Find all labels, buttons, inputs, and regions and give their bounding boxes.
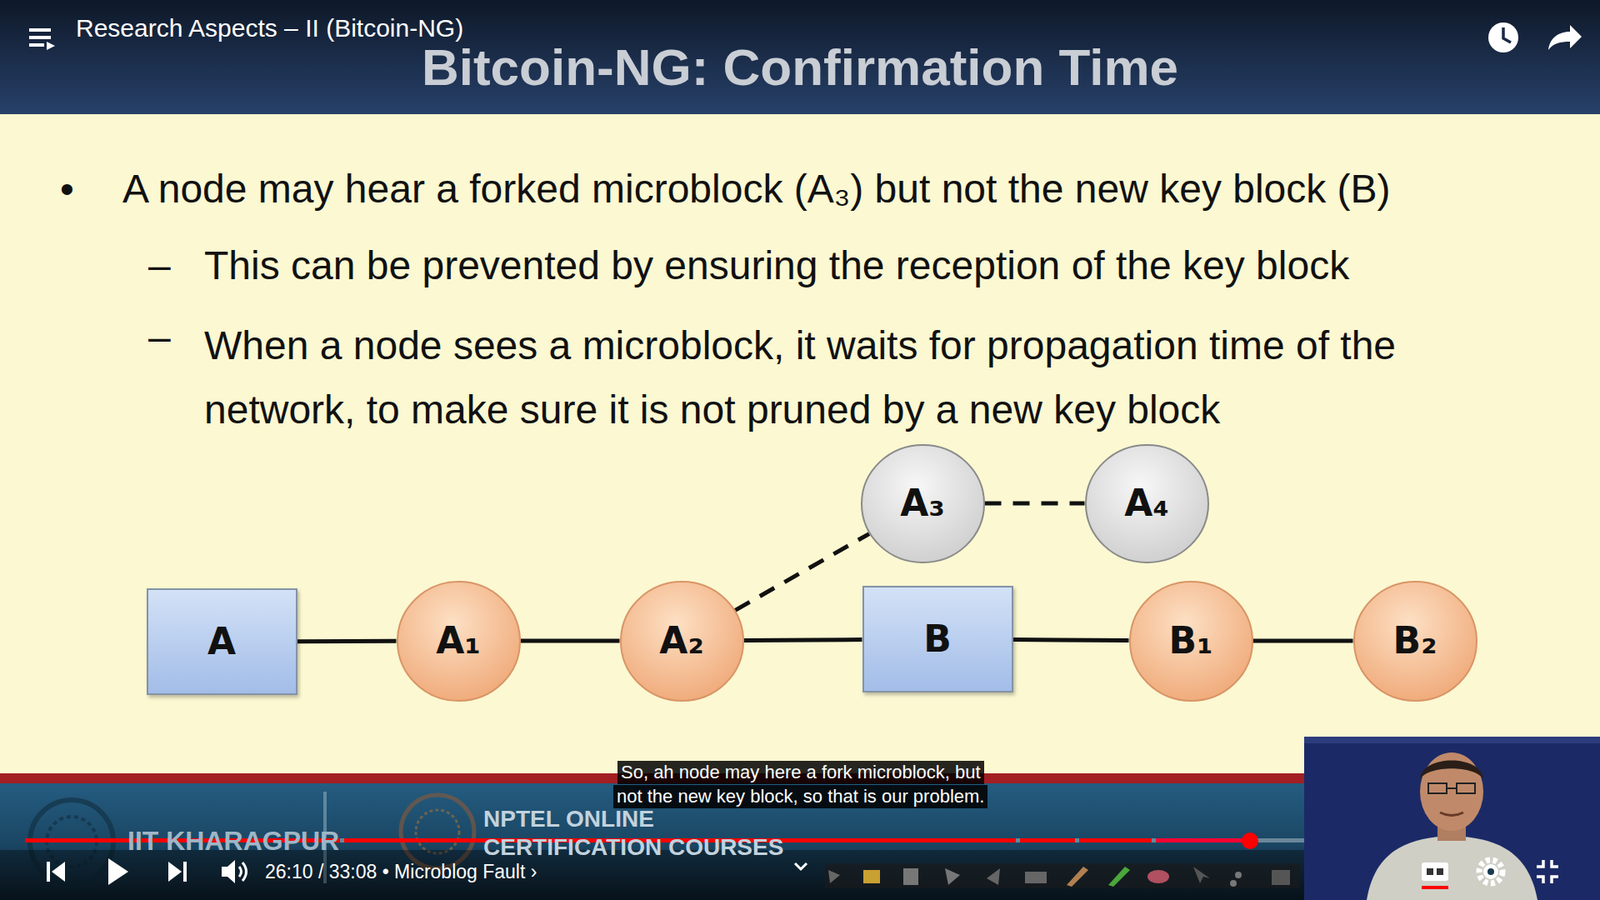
circle-shape <box>861 445 985 563</box>
fork-link <box>735 534 870 611</box>
block-label: B₁ <box>1169 622 1214 660</box>
course-name: NPTEL ONLINE <box>483 805 655 834</box>
player-controls <box>46 858 807 885</box>
microblock: B₂ <box>1353 580 1478 702</box>
key-block: B <box>862 585 1014 693</box>
clock-icon <box>1488 22 1519 53</box>
circle-shape <box>1085 445 1209 563</box>
block-label: A₄ <box>1124 485 1169 522</box>
settings-icon <box>1479 860 1503 884</box>
title-bar <box>0 0 1600 115</box>
block-label: A <box>207 623 236 660</box>
circle-shape <box>1130 581 1253 701</box>
institute-name: IIT KHARAGPUR <box>127 825 340 857</box>
chain-link <box>297 639 397 644</box>
presenter-video <box>1304 736 1600 900</box>
subtitle-line: not the new key block, so that is our pr… <box>613 785 988 809</box>
chain-link <box>520 639 620 644</box>
sub-bullet-text: This can be prevented by ensuring the re… <box>204 241 1571 290</box>
time-chapter: 26:10 / 33:08 • Microblog Fault › <box>265 860 537 885</box>
circle-shape <box>1354 581 1477 701</box>
block-label: A₁ <box>435 622 480 660</box>
key-block: A <box>146 588 298 695</box>
menu-icon <box>29 28 55 50</box>
block-label: B₂ <box>1393 622 1438 660</box>
video-title: Research Aspects – II (Bitcoin-NG) <box>75 13 464 44</box>
bullet-mark: • <box>60 165 75 214</box>
circle-shape <box>620 581 744 701</box>
course-name: CERTIFICATION COURSES <box>483 833 784 862</box>
microblock: A₂ <box>620 580 745 702</box>
circle-shape <box>397 581 520 701</box>
fork-link <box>985 501 1085 506</box>
slide-body <box>0 114 1600 775</box>
subtitle-line: So, ah node may here a fork microblock, … <box>617 760 985 785</box>
chain-link <box>1013 637 1130 643</box>
microblock: B₁ <box>1129 580 1254 702</box>
cc-icon <box>1421 862 1449 890</box>
block-label: A₃ <box>900 485 945 522</box>
slide-title: Bitcoin-NG: Confirmation Time <box>0 40 1600 95</box>
bullet-text: A node may hear a forked microblock (A₃)… <box>122 165 1590 214</box>
dash-mark: – <box>148 313 171 362</box>
microblock: A₁ <box>396 580 521 702</box>
annotation-toolbar <box>825 863 1300 889</box>
sub-bullet-text: When a node sees a microblock, it waits … <box>204 313 1538 442</box>
microblock: A₄ <box>1085 444 1210 564</box>
exit-fullscreen-icon <box>1536 860 1559 884</box>
chain-link <box>743 637 862 643</box>
dash-mark: – <box>148 241 171 290</box>
microblock: A₃ <box>860 444 985 564</box>
share-icon <box>1548 25 1582 50</box>
block-label: B <box>923 620 952 658</box>
block-label: A₂ <box>659 622 704 660</box>
chain-link <box>1253 639 1354 644</box>
